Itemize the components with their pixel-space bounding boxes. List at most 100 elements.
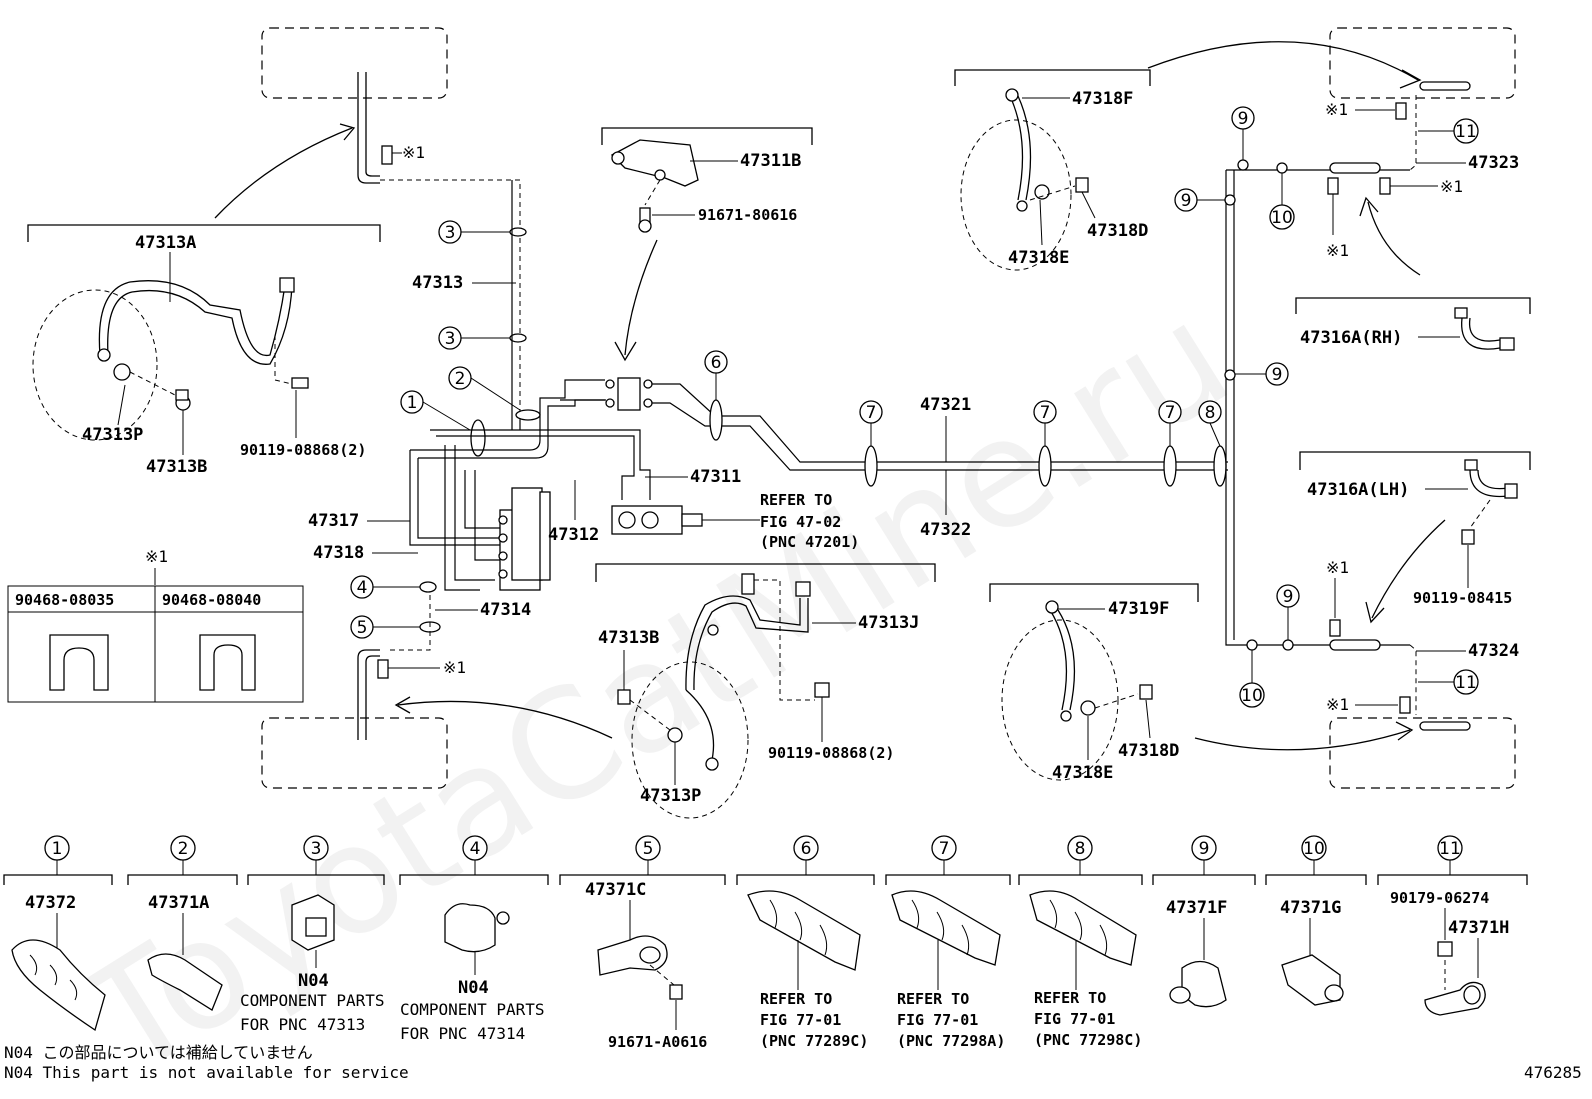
part-label-47313B-left: 47313B xyxy=(146,457,207,477)
part-label-47312: 47312 xyxy=(548,525,599,545)
svg-text:9: 9 xyxy=(1283,587,1294,607)
svg-text:4: 4 xyxy=(357,578,368,598)
part-label-47316A-LH: 47316A(LH) xyxy=(1307,480,1409,500)
refer-mc-2: FIG 47-02 xyxy=(760,513,841,531)
svg-text:11: 11 xyxy=(1439,839,1461,859)
part-label-47313J: 47313J xyxy=(858,613,919,633)
svg-text:3: 3 xyxy=(311,839,322,859)
part-label-91671-80616: 91671-80616 xyxy=(698,206,797,224)
svg-text:6: 6 xyxy=(711,353,722,373)
svg-text:9: 9 xyxy=(1272,365,1283,385)
svg-text:3: 3 xyxy=(445,329,456,349)
legend-part-47371A: 47371A xyxy=(148,893,209,913)
footnote-jp: N04 この部品については補給していません xyxy=(4,1043,313,1062)
clip-mark-label-2: ※1 xyxy=(443,658,466,677)
svg-text:2: 2 xyxy=(455,369,466,389)
legend-note-47313-2: FOR PNC 47313 xyxy=(240,1015,365,1034)
clamp-77298C-icon xyxy=(1029,890,1137,966)
watermark: ToyotaCatMine.ru xyxy=(56,270,1258,1099)
legend-part-47372: 47372 xyxy=(25,893,76,913)
part-label-47318D-top: 47318D xyxy=(1087,221,1148,241)
legend-note-47314-1: COMPONENT PARTS xyxy=(400,1000,545,1019)
svg-text:8: 8 xyxy=(1075,839,1086,859)
clip-table-mark: ※1 xyxy=(145,547,168,566)
legend-ref6-2: FIG 77-01 xyxy=(760,1011,841,1029)
svg-text:11: 11 xyxy=(1455,673,1477,693)
part-label-90119-08868-left: 90119-08868(2) xyxy=(240,441,366,459)
svg-text:10: 10 xyxy=(1271,208,1293,228)
legend-ref7-3: (PNC 77298A) xyxy=(897,1032,1005,1050)
svg-text:7: 7 xyxy=(866,403,877,423)
valve-block xyxy=(617,377,641,411)
group-bracket-47316A-LH xyxy=(1299,451,1531,470)
svg-text:7: 7 xyxy=(1040,403,1051,423)
part-label-47318D-bottom: 47318D xyxy=(1118,741,1179,761)
svg-text:10: 10 xyxy=(1303,839,1325,859)
part-label-47323: 47323 xyxy=(1468,153,1519,173)
legend-ref8-1: REFER TO xyxy=(1034,989,1106,1007)
legend-part-47371C: 47371C xyxy=(585,880,646,900)
clip-90468-08035-icon xyxy=(49,634,109,691)
part-label-47318F: 47318F xyxy=(1072,89,1133,109)
legend-bolt-90179-06274: 90179-06274 xyxy=(1390,889,1489,907)
legend-ref6-3: (PNC 77289C) xyxy=(760,1032,868,1050)
refer-mc-3: (PNC 47201) xyxy=(760,533,859,551)
group-bracket-47316A-RH xyxy=(1295,297,1531,314)
svg-text:1: 1 xyxy=(52,839,63,859)
clamp-77298A-icon xyxy=(891,890,1001,966)
legend-ref8-2: FIG 77-01 xyxy=(1034,1010,1115,1028)
clip-table-col2: 90468-08040 xyxy=(162,591,261,609)
wheel-box-front-right xyxy=(1329,27,1516,99)
part-label-47311B: 47311B xyxy=(740,151,801,171)
svg-text:11: 11 xyxy=(1455,122,1477,142)
svg-text:9: 9 xyxy=(1238,109,1249,129)
svg-text:10: 10 xyxy=(1241,686,1263,706)
group-bracket-47319F xyxy=(989,583,1199,602)
part-label-47319F: 47319F xyxy=(1108,599,1169,619)
footnote-en: N04 This part is not available for servi… xyxy=(4,1063,409,1082)
part-label-47321: 47321 xyxy=(920,395,971,415)
clip-n04-47314-icon xyxy=(444,903,496,953)
clip-mark-label: ※1 xyxy=(402,143,425,162)
part-label-90119-08868-center: 90119-08868(2) xyxy=(768,744,894,762)
part-label-47316A-RH: 47316A(RH) xyxy=(1300,328,1402,348)
part-label-47313B-center: 47313B xyxy=(598,628,659,648)
refer-mc-1: REFER TO xyxy=(760,491,832,509)
part-label-47317: 47317 xyxy=(308,511,359,531)
svg-text:5: 5 xyxy=(357,618,368,638)
group-bracket-47311B xyxy=(601,127,813,145)
wheel-box-rear-right xyxy=(1329,717,1516,789)
part-label-47314: 47314 xyxy=(480,600,531,620)
legend-ref7-1: REFER TO xyxy=(897,990,969,1008)
svg-text:7: 7 xyxy=(1165,403,1176,423)
part-label-47313A: 47313A xyxy=(135,233,196,253)
clamp-77289C-icon xyxy=(747,890,861,971)
svg-text:8: 8 xyxy=(1205,403,1216,423)
legend-ref7-2: FIG 77-01 xyxy=(897,1011,978,1029)
part-label-47324: 47324 xyxy=(1468,641,1519,661)
legend-bolt-91671-A0616: 91671-A0616 xyxy=(608,1033,707,1051)
clip-47371C-icon xyxy=(597,935,668,976)
clip-mark-label-4: ※1 xyxy=(1326,241,1349,260)
legend-part-47371F: 47371F xyxy=(1166,898,1227,918)
svg-text:4: 4 xyxy=(470,839,481,859)
part-label-47313: 47313 xyxy=(412,273,463,293)
svg-text:9: 9 xyxy=(1181,191,1192,211)
figure-id: 476285 xyxy=(1524,1063,1582,1082)
legend-ref6-1: REFER TO xyxy=(760,990,832,1008)
group-bracket-47313A xyxy=(27,224,381,242)
legend-part-n04-b: N04 xyxy=(458,978,489,998)
svg-text:1: 1 xyxy=(407,393,418,413)
clip-90468-08040-icon xyxy=(199,634,256,691)
part-label-47318E-top: 47318E xyxy=(1008,248,1069,268)
part-label-90119-08415: 90119-08415 xyxy=(1413,589,1512,607)
legend-note-47313-1: COMPONENT PARTS xyxy=(240,991,385,1010)
part-label-47322: 47322 xyxy=(920,520,971,540)
clip-47371A-icon xyxy=(147,953,223,1011)
clip-mark-label-7: ※1 xyxy=(1326,695,1349,714)
clip-mark-label-6: ※1 xyxy=(1326,558,1349,577)
clip-mark-label-3: ※1 xyxy=(1325,100,1348,119)
group-bracket-47318F xyxy=(954,69,1151,86)
legend-ref8-3: (PNC 77298C) xyxy=(1034,1031,1142,1049)
